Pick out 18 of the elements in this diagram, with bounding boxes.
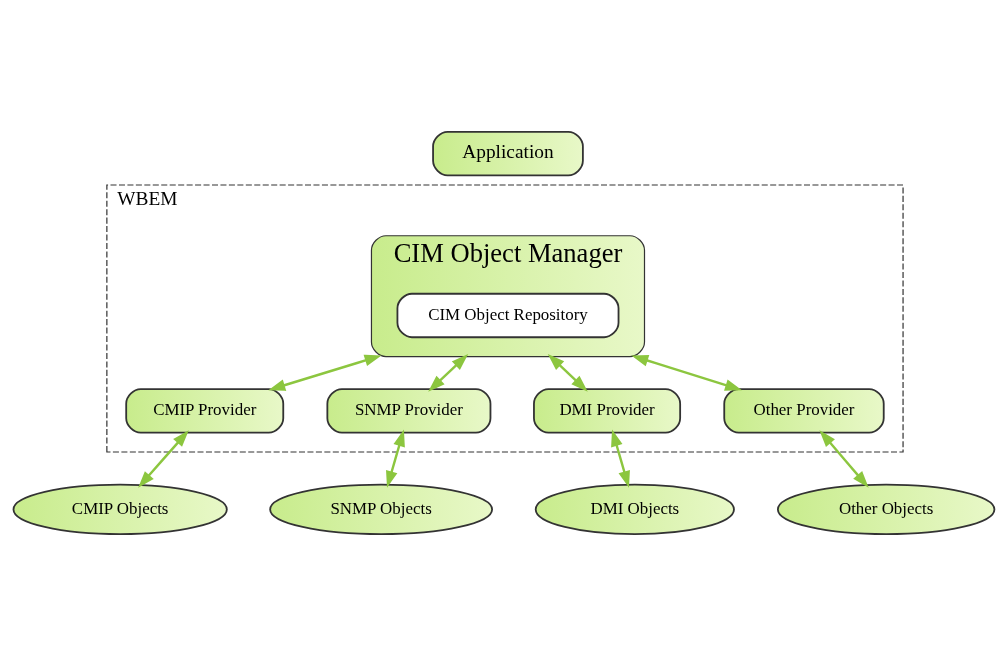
node-box: SNMP Provider bbox=[326, 387, 492, 434]
arrow bbox=[386, 428, 405, 488]
arrow bbox=[611, 428, 630, 488]
node-box: CIM Object Repository bbox=[396, 292, 620, 338]
arrow bbox=[631, 354, 742, 391]
arrow bbox=[138, 429, 189, 488]
node-box: CMIP Provider bbox=[125, 387, 285, 434]
node-box: Other Provider bbox=[723, 387, 885, 434]
node-ellipse: CMIP Objects bbox=[12, 483, 228, 535]
arrow bbox=[547, 353, 588, 392]
node-ellipse: SNMP Objects bbox=[269, 483, 493, 535]
arrow bbox=[428, 353, 469, 392]
node-ellipse: DMI Objects bbox=[534, 483, 735, 535]
arrow bbox=[819, 429, 869, 488]
arrow bbox=[268, 354, 382, 391]
node-ellipse: Other Objects bbox=[776, 483, 996, 535]
node-box: Application bbox=[432, 130, 584, 176]
node-box: DMI Provider bbox=[533, 387, 682, 434]
